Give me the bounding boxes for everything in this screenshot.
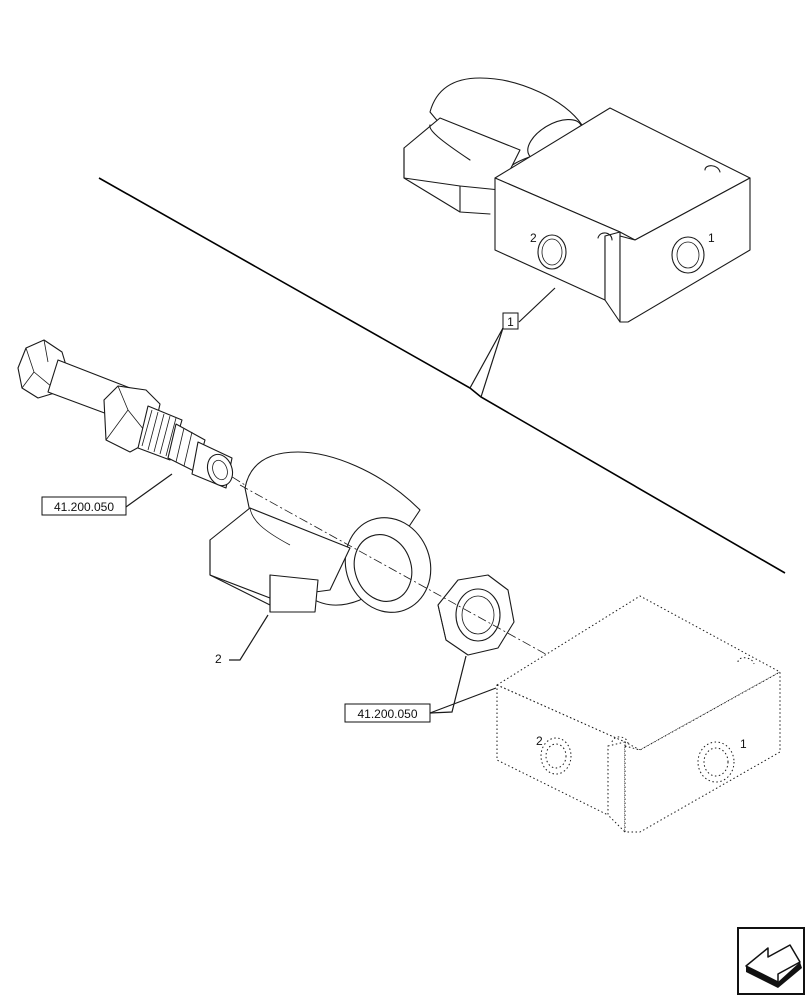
next-page-arrow-icon[interactable] xyxy=(737,927,805,995)
callout-item-2-text: 2 xyxy=(215,652,222,666)
solenoid-coil-illustration xyxy=(209,451,432,613)
leader-lines xyxy=(125,287,556,714)
callout-nut-reference-text[interactable]: 41.200.050 xyxy=(357,707,417,721)
callout-item-1: 1 xyxy=(502,312,519,330)
section-separator-line xyxy=(98,177,786,574)
svg-text:2: 2 xyxy=(536,734,543,748)
callout-nut-reference[interactable]: 41.200.050 xyxy=(344,703,431,723)
cartridge-valve-illustration xyxy=(17,339,246,489)
hex-nut-illustration xyxy=(437,574,515,656)
assembly-axis-line xyxy=(239,484,561,663)
svg-text:1: 1 xyxy=(708,231,715,245)
callout-cartridge-reference[interactable]: 41.200.050 xyxy=(41,496,127,516)
callout-cartridge-reference-text[interactable]: 41.200.050 xyxy=(54,500,114,514)
phantom-valve-block-illustration: 2 1 xyxy=(496,595,781,833)
svg-text:1: 1 xyxy=(740,737,747,751)
svg-text:2: 2 xyxy=(530,231,537,245)
callout-item-2: 2 xyxy=(215,652,222,666)
assembled-valve-illustration: 2 1 xyxy=(403,77,751,323)
callout-item-1-text: 1 xyxy=(507,315,514,329)
